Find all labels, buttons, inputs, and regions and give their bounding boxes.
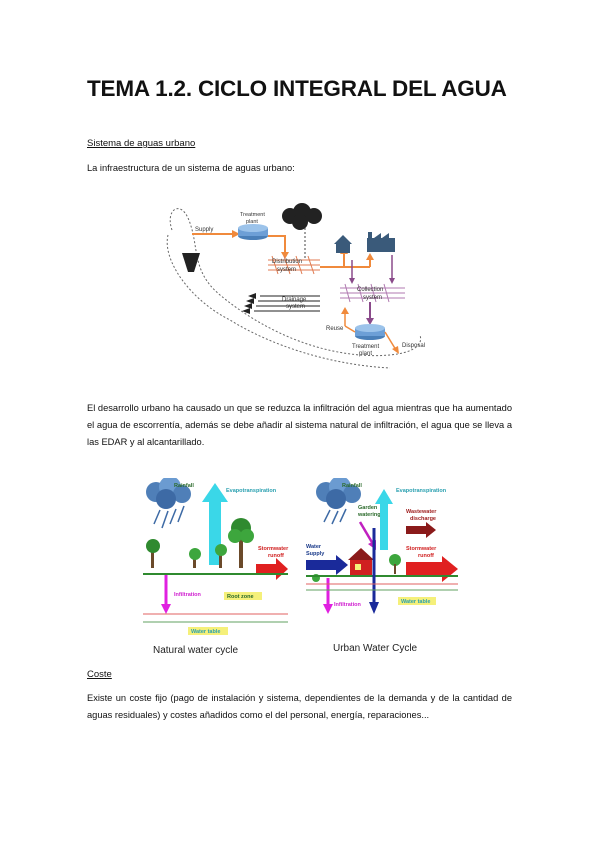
cloud-icon xyxy=(282,203,322,230)
section-heading-sistema: Sistema de aguas urbano xyxy=(87,138,196,149)
nat-water-table-label: Water table xyxy=(191,629,220,635)
house-icon xyxy=(348,548,374,575)
urb-evap-label: Evapotranspiration xyxy=(396,488,447,494)
urb-garden-label: Garden xyxy=(358,505,378,511)
urb-wastewater-label: Wastewater xyxy=(406,509,437,515)
urban-water-cycle-panel: Rainfall Garden watering Evapotranspirat… xyxy=(306,478,458,654)
page-title: TEMA 1.2. CICLO INTEGRAL DEL AGUA xyxy=(87,76,507,101)
factory-icon xyxy=(367,232,395,252)
svg-text:Drainage: Drainage xyxy=(282,297,307,303)
rain-cloud-icon xyxy=(146,478,191,529)
tree-icon xyxy=(146,518,254,568)
coste-paragraph: Existe un coste fijo (pago de instalació… xyxy=(87,693,512,720)
svg-text:runoff: runoff xyxy=(418,553,434,559)
natural-cycle-caption: Natural water cycle xyxy=(153,645,238,656)
svg-text:Treatment: Treatment xyxy=(352,344,379,350)
urb-infiltration-label: Infiltration xyxy=(334,602,362,608)
svg-text:Disposal: Disposal xyxy=(402,343,425,349)
urban-cycle-caption: Urban Water Cycle xyxy=(333,643,418,654)
svg-text:Collection: Collection xyxy=(357,287,383,293)
urb-water-table-label: Water table xyxy=(401,599,430,605)
supply-label: Supply xyxy=(195,227,213,233)
nat-stormwater-label: Stormwater xyxy=(258,546,289,552)
svg-text:Reuse: Reuse xyxy=(326,326,344,332)
nat-rainfall-label: Rainfall xyxy=(174,483,194,489)
svg-text:Distribution: Distribution xyxy=(272,259,302,265)
intro-paragraph: La infraestructura de un sistema de agua… xyxy=(87,163,295,173)
section-heading-coste: Coste xyxy=(87,669,112,680)
urban-water-system-diagram: Supply Treatment plant Distribution syst… xyxy=(166,203,425,369)
svg-text:runoff: runoff xyxy=(268,553,284,559)
svg-text:discharge: discharge xyxy=(410,516,436,522)
svg-text:system: system xyxy=(363,295,382,301)
rain-cloud-icon xyxy=(316,478,361,525)
nat-evap-label: Evapotranspiration xyxy=(226,488,277,494)
water-cycle-comparison-diagram: Rainfall Evapotranspiration Stormwater r… xyxy=(143,478,458,656)
urb-stormwater-label: Stormwater xyxy=(406,546,437,552)
urban-development-paragraph: El desarrollo urbano ha causado un que s… xyxy=(87,403,512,447)
svg-text:watering: watering xyxy=(357,512,381,518)
urb-rainfall-label: Rainfall xyxy=(342,483,362,489)
house-icon xyxy=(334,235,352,253)
nat-root-zone-label: Root zone xyxy=(227,594,254,600)
treatment-plant-top-label: Treatment xyxy=(240,212,265,218)
reservoir-icon xyxy=(182,253,200,272)
svg-text:system: system xyxy=(286,304,305,310)
natural-water-cycle-panel: Rainfall Evapotranspiration Stormwater r… xyxy=(143,478,289,656)
svg-text:Supply: Supply xyxy=(306,551,325,557)
svg-text:plant: plant xyxy=(359,351,372,357)
svg-text:plant: plant xyxy=(246,219,258,225)
nat-infiltration-label: Infiltration xyxy=(174,592,202,598)
urb-water-supply-label: Water xyxy=(306,544,322,550)
svg-text:system: system xyxy=(277,267,296,273)
